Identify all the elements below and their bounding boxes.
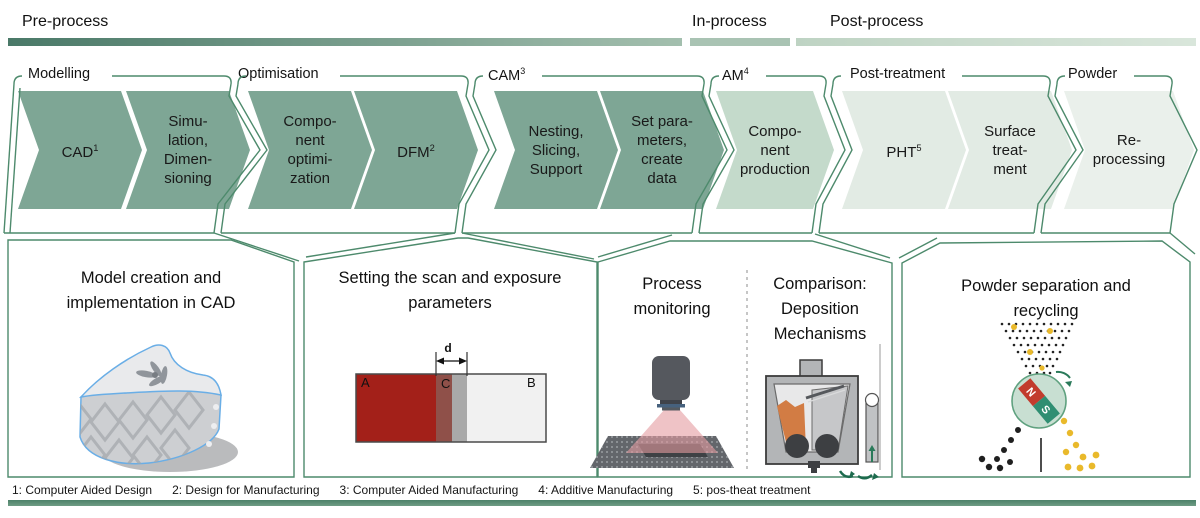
group-label-cam: CAM3: [488, 66, 526, 84]
chevron-step-4: DFM2: [354, 91, 478, 209]
phase-title-pre: Pre-process: [22, 13, 109, 30]
group-label-am: AM4: [722, 66, 749, 84]
chevron-step-8: PHT5: [842, 91, 966, 209]
chevron-step-label-line: Re-: [1116, 132, 1142, 149]
chevron-step-label-line: CAD1: [61, 142, 99, 161]
chevron-step-label-line: nent: [295, 132, 325, 149]
chevron-step-label-line: PHT5: [886, 142, 922, 161]
deposition-machine-illustration: [765, 344, 881, 480]
chevron-step-label-line: Surface: [984, 122, 1036, 140]
dimension-label: d: [444, 341, 451, 355]
chevron-step-label-line: nent: [760, 141, 790, 159]
region-c-label: C: [441, 376, 450, 391]
magnet-north-label: N: [1023, 386, 1037, 400]
camera-monitoring-icon: [590, 356, 734, 468]
phase-bar-pre: [8, 38, 682, 46]
chevron-step-label-line: meters,: [636, 132, 687, 149]
footer-bar: [8, 500, 1196, 506]
footnote-item: 3: Computer Aided Manufacturing: [339, 483, 519, 497]
group-label-optimisation: Optimisation: [238, 66, 319, 82]
chevron-step-label-line: zation: [289, 170, 331, 187]
chevron-step-1: CAD1: [18, 91, 142, 209]
chevron-step-5: Nesting,Slicing,Support: [494, 91, 618, 209]
chevron-step-label-line: sioning: [164, 170, 212, 187]
group-label-post-treatment: Post-treatment: [850, 66, 946, 82]
black-powder-dots: [978, 427, 1021, 472]
region-a-label: A: [361, 375, 370, 390]
chevron-step-label-line: ment: [993, 160, 1027, 178]
chevron-step-label-line: treat-: [992, 141, 1028, 159]
panel-title-model-creation: Model creation and implementation in CAD: [66, 269, 236, 312]
chevron-step-label-line: optimi-: [287, 151, 333, 168]
chevron-step-2: Simu-lation, Dimen-sioning: [126, 91, 250, 209]
chevron-step-label-line: Slicing,: [531, 141, 581, 159]
phase-bar-in: [690, 38, 790, 46]
magnet: N S: [1018, 378, 1060, 424]
phase-bar-post: [796, 38, 1196, 46]
footnote-item: 1: Computer Aided Design: [12, 483, 153, 497]
chevron-step-10: Re-processing: [1064, 91, 1194, 209]
chevron-step-label-line: production: [739, 160, 811, 178]
footnote-item: 5: pos-theat treatment: [693, 483, 811, 497]
chevron-step-6: Set para-meters, create data: [600, 91, 724, 209]
chevron-step-label-line: lation,: [167, 132, 209, 149]
chevron-step-label-line: data: [647, 170, 677, 187]
chevron-step-label-line: Support: [529, 160, 583, 178]
chevron-step-label-line: Nesting,: [528, 122, 584, 140]
chevron-step-label-line: create: [641, 151, 683, 168]
panel-title-powder-recycling: Powder separation and recycling: [961, 277, 1131, 320]
group-label-modelling: Modelling: [28, 66, 91, 82]
powder-funnel-dots: [1000, 322, 1074, 389]
yellow-powder-dots: [1011, 324, 1100, 472]
chevron-step-label-line: Simu-: [168, 113, 208, 130]
phase-title-post: Post-process: [830, 13, 924, 30]
chevron-step-3: Compo-nent optimi-zation: [248, 91, 372, 209]
overlap-diagram: d A C B: [355, 341, 547, 443]
chevron-step-label-line: Dimen-: [163, 151, 213, 168]
group-label-powder: Powder: [1068, 66, 1118, 82]
cad-model-image: [78, 344, 238, 472]
footnote-item: 2: Design for Manufacturing: [172, 483, 320, 497]
chevron-step-label-line: Compo-: [748, 122, 802, 140]
phase-title-in: In-process: [692, 13, 767, 30]
magnet-separator-illustration: N S: [978, 322, 1100, 472]
chevron-step-label-line: processing: [1092, 151, 1166, 168]
panel-title-deposition-comparison: Comparison: Deposition Mechanisms: [773, 275, 867, 343]
panel-title-process-monitoring: Process monitoring: [633, 275, 711, 318]
chevron-step-label-line: Set para-: [631, 113, 693, 130]
panel-title-scan-parameters: Setting the scan and exposure parameters: [338, 269, 562, 312]
chevron-step-label-line: Compo-: [283, 113, 337, 130]
magnet-south-label: S: [1038, 403, 1052, 416]
chevron-step-label-line: DFM2: [397, 142, 435, 161]
cad-screenshot-background: [63, 333, 237, 473]
footnote-item: 4: Additive Manufacturing: [538, 483, 674, 497]
footnote-legend: 1: Computer Aided Design 2: Design for Ma…: [12, 483, 830, 497]
region-b-label: B: [527, 375, 536, 390]
